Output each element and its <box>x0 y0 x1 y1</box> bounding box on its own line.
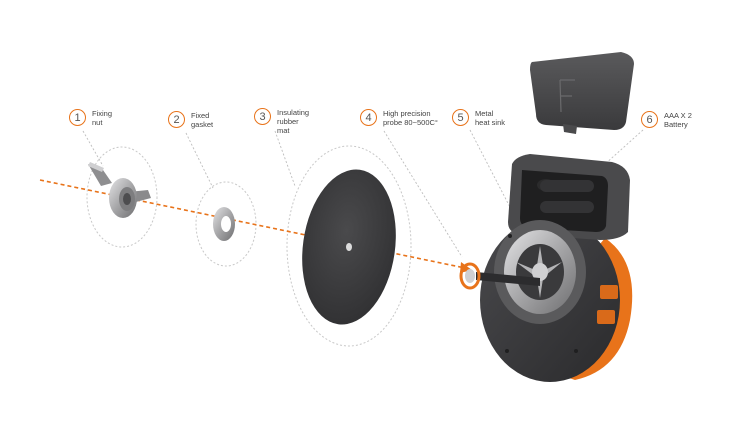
leader-lines <box>82 129 644 258</box>
callout-number: 2 <box>168 111 185 128</box>
thermometer-main-unit <box>459 154 633 382</box>
battery-lid-part <box>530 52 634 134</box>
callout-number: 1 <box>69 109 86 126</box>
callout-number: 6 <box>641 111 658 128</box>
callout-probe: 4 High precision probe 80~500C° <box>360 109 438 127</box>
callout-label: Fixed gasket <box>191 111 214 129</box>
callout-label: High precision probe 80~500C° <box>383 109 438 127</box>
fixing-nut-part <box>88 162 151 218</box>
callout-number: 3 <box>254 108 271 125</box>
callout-label: Metal heat sink <box>475 109 506 127</box>
callout-label: Fixing nut <box>92 109 113 127</box>
callout-label: Insulating rubber mat <box>277 108 310 135</box>
callout-fixed-gasket: 2 Fixed gasket <box>168 111 213 129</box>
callout-number: 5 <box>452 109 469 126</box>
callout-heat-sink: 5 Metal heat sink <box>452 109 505 127</box>
halo-mat <box>286 145 412 347</box>
callout-insulating-mat: 3 Insulating rubber mat <box>254 108 309 135</box>
halo-nut <box>86 146 158 248</box>
insulating-mat-part <box>302 169 396 325</box>
fixed-gasket-part <box>213 207 235 241</box>
callout-battery: 6 AAA X 2 Battery <box>641 111 692 129</box>
callout-fixing-nut: 1 Fixing nut <box>69 109 112 127</box>
callout-number: 4 <box>360 109 377 126</box>
callout-label: AAA X 2 Battery <box>664 111 692 129</box>
